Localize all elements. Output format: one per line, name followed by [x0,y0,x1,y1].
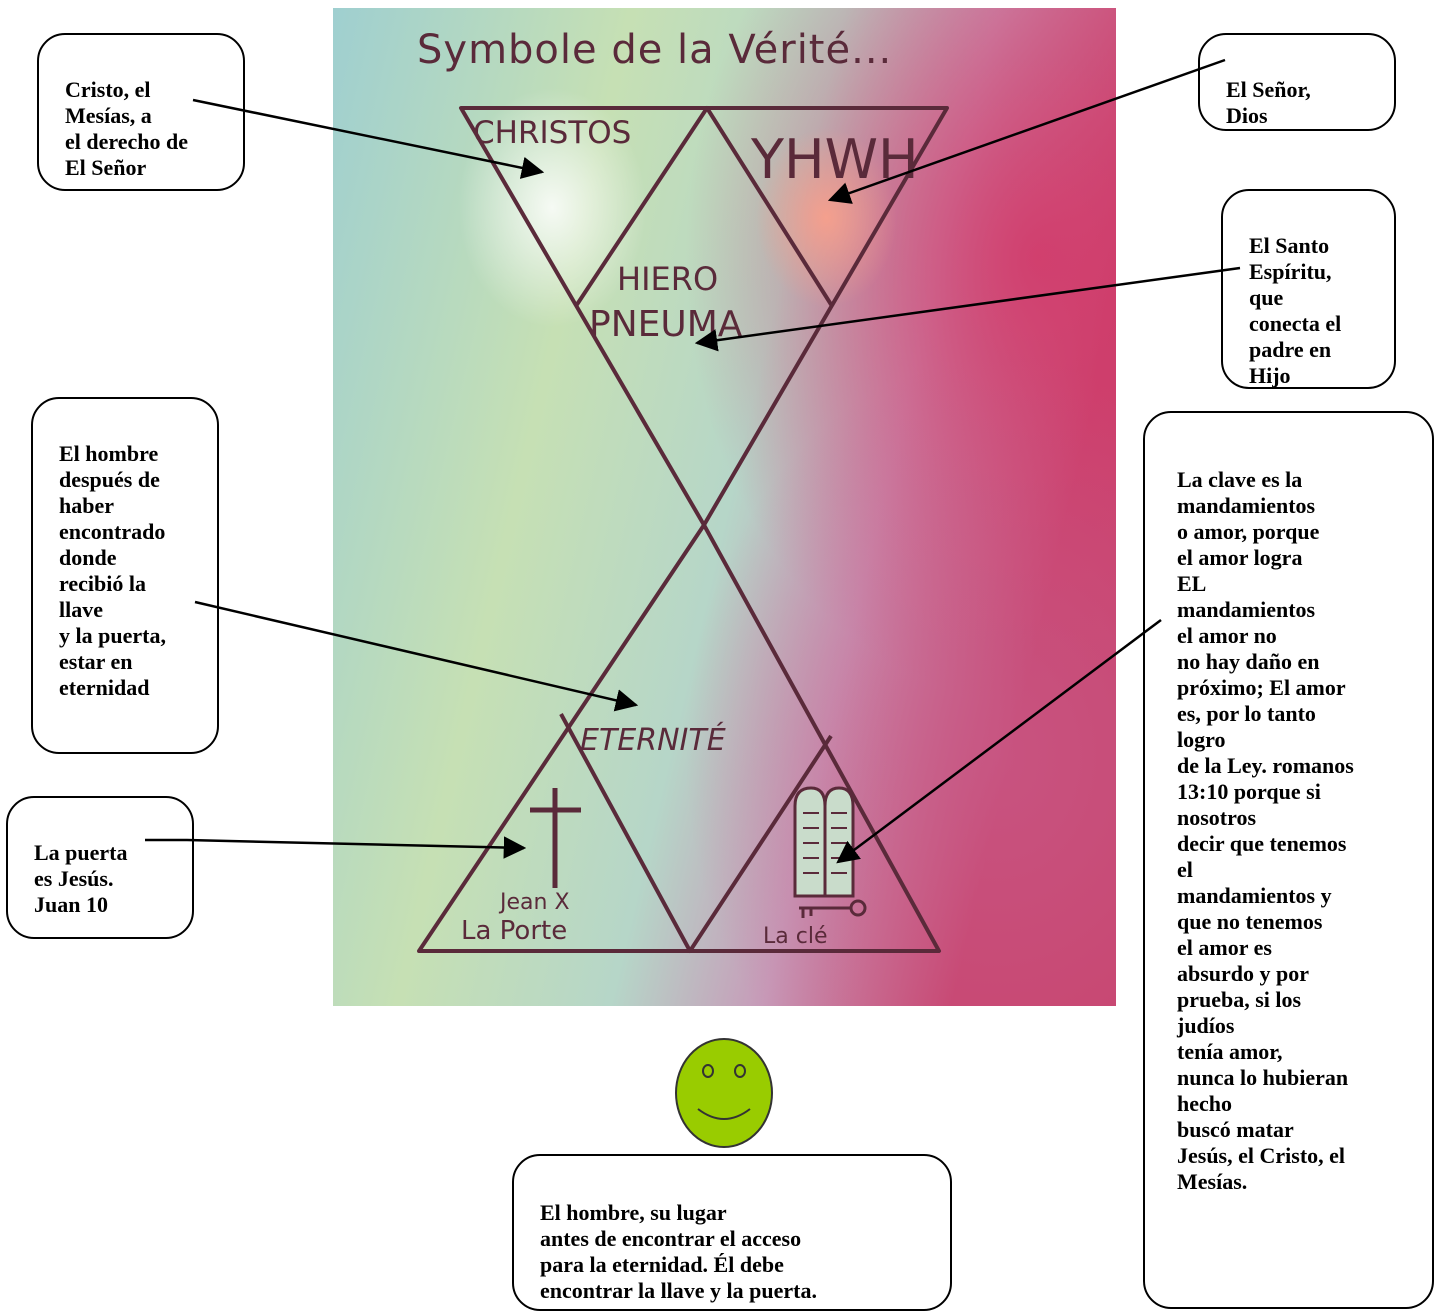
callout-la-puerta: La puerta es Jesús. Juan 10 [6,796,194,939]
label-eternite: ETERNITÉ [580,722,726,758]
callout-el-senor: El Señor, Dios [1198,33,1396,131]
label-jean: Jean X [498,890,570,915]
label-pneuma: PNEUMA [589,304,743,345]
key-icon [799,899,867,918]
callout-santo-espiritu-text: El Santo Espíritu, que conecta el padre … [1249,233,1342,388]
top-inner-triangle [574,106,834,308]
callout-la-puerta-text: La puerta es Jesús. Juan 10 [34,840,128,917]
callout-santo-espiritu: El Santo Espíritu, que conecta el padre … [1221,189,1396,389]
callout-la-clave-text: La clave es la mandamientos o amor, porq… [1177,467,1354,1194]
smiley-face-icon [675,1038,773,1148]
symbol-painting: Symbole de la Vérité... CHRISTOS YHWH HI… [333,8,1116,1006]
cross-icon [530,788,581,888]
callout-hombre: El hombre después de haber encontrado do… [31,397,219,754]
bottom-triangle [417,523,941,953]
label-la-porte: La Porte [461,916,567,946]
label-christos: CHRISTOS [473,115,631,151]
callout-su-lugar: El hombre, su lugar antes de encontrar e… [512,1154,952,1311]
label-la-cle: La clé [763,924,827,949]
callout-su-lugar-text: El hombre, su lugar antes de encontrar e… [540,1200,817,1303]
callout-cristo: Cristo, el Mesías, a el derecho de El Se… [37,33,245,191]
bottom-inner-triangle [559,713,833,953]
callout-la-clave: La clave es la mandamientos o amor, porq… [1143,411,1434,1309]
painting-title: Symbole de la Vérité... [417,27,892,73]
callout-hombre-text: El hombre después de haber encontrado do… [59,441,166,700]
label-hiero: HIERO [617,260,718,298]
label-yhwh: YHWH [750,128,919,191]
callout-el-senor-text: El Señor, Dios [1226,77,1311,128]
callout-cristo-text: Cristo, el Mesías, a el derecho de El Se… [65,77,189,180]
tablets-icon [793,786,855,898]
